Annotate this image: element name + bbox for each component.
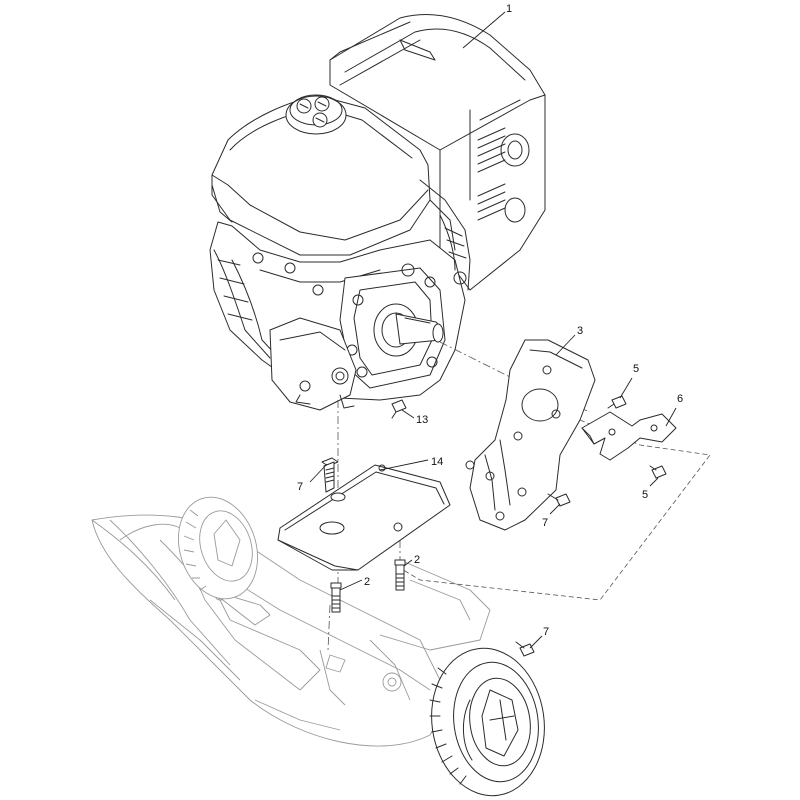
callout-7-plate: 7	[542, 517, 548, 529]
bolt-5-b	[649, 465, 667, 479]
right-wheel	[429, 647, 545, 797]
left-wheel	[177, 496, 259, 600]
bolt-7-c	[515, 641, 535, 657]
callout-14: 14	[431, 456, 443, 468]
callout-7-lower: 7	[543, 626, 549, 638]
callout-13: 13	[416, 414, 428, 426]
callout-labels: 1 3 5 6 5 13 7 14 7 2 2 7	[297, 3, 683, 638]
engine-assembly	[209, 14, 546, 411]
callout-1: 1	[506, 3, 512, 15]
engine-mount-plate	[465, 339, 596, 531]
chassis-housing	[91, 514, 491, 747]
bolt-7-b	[547, 493, 571, 507]
callout-7-tray: 7	[297, 481, 303, 493]
callout-6: 6	[677, 393, 683, 405]
bolt-2-b	[394, 559, 406, 591]
bolt-7-a	[321, 457, 339, 493]
callout-leaders	[309, 11, 677, 649]
fasteners	[321, 395, 667, 657]
callout-5-lower: 5	[642, 489, 648, 501]
callout-2-right: 2	[414, 554, 420, 566]
callout-5-upper: 5	[633, 363, 639, 375]
callout-2-left: 2	[364, 576, 370, 588]
mount-tray-part-14	[277, 464, 451, 571]
bolt-5-a	[607, 395, 627, 409]
bolt-13	[391, 399, 407, 419]
callout-3: 3	[577, 325, 583, 337]
bolt-2-a	[330, 582, 342, 613]
bracket-part-6	[581, 411, 677, 461]
